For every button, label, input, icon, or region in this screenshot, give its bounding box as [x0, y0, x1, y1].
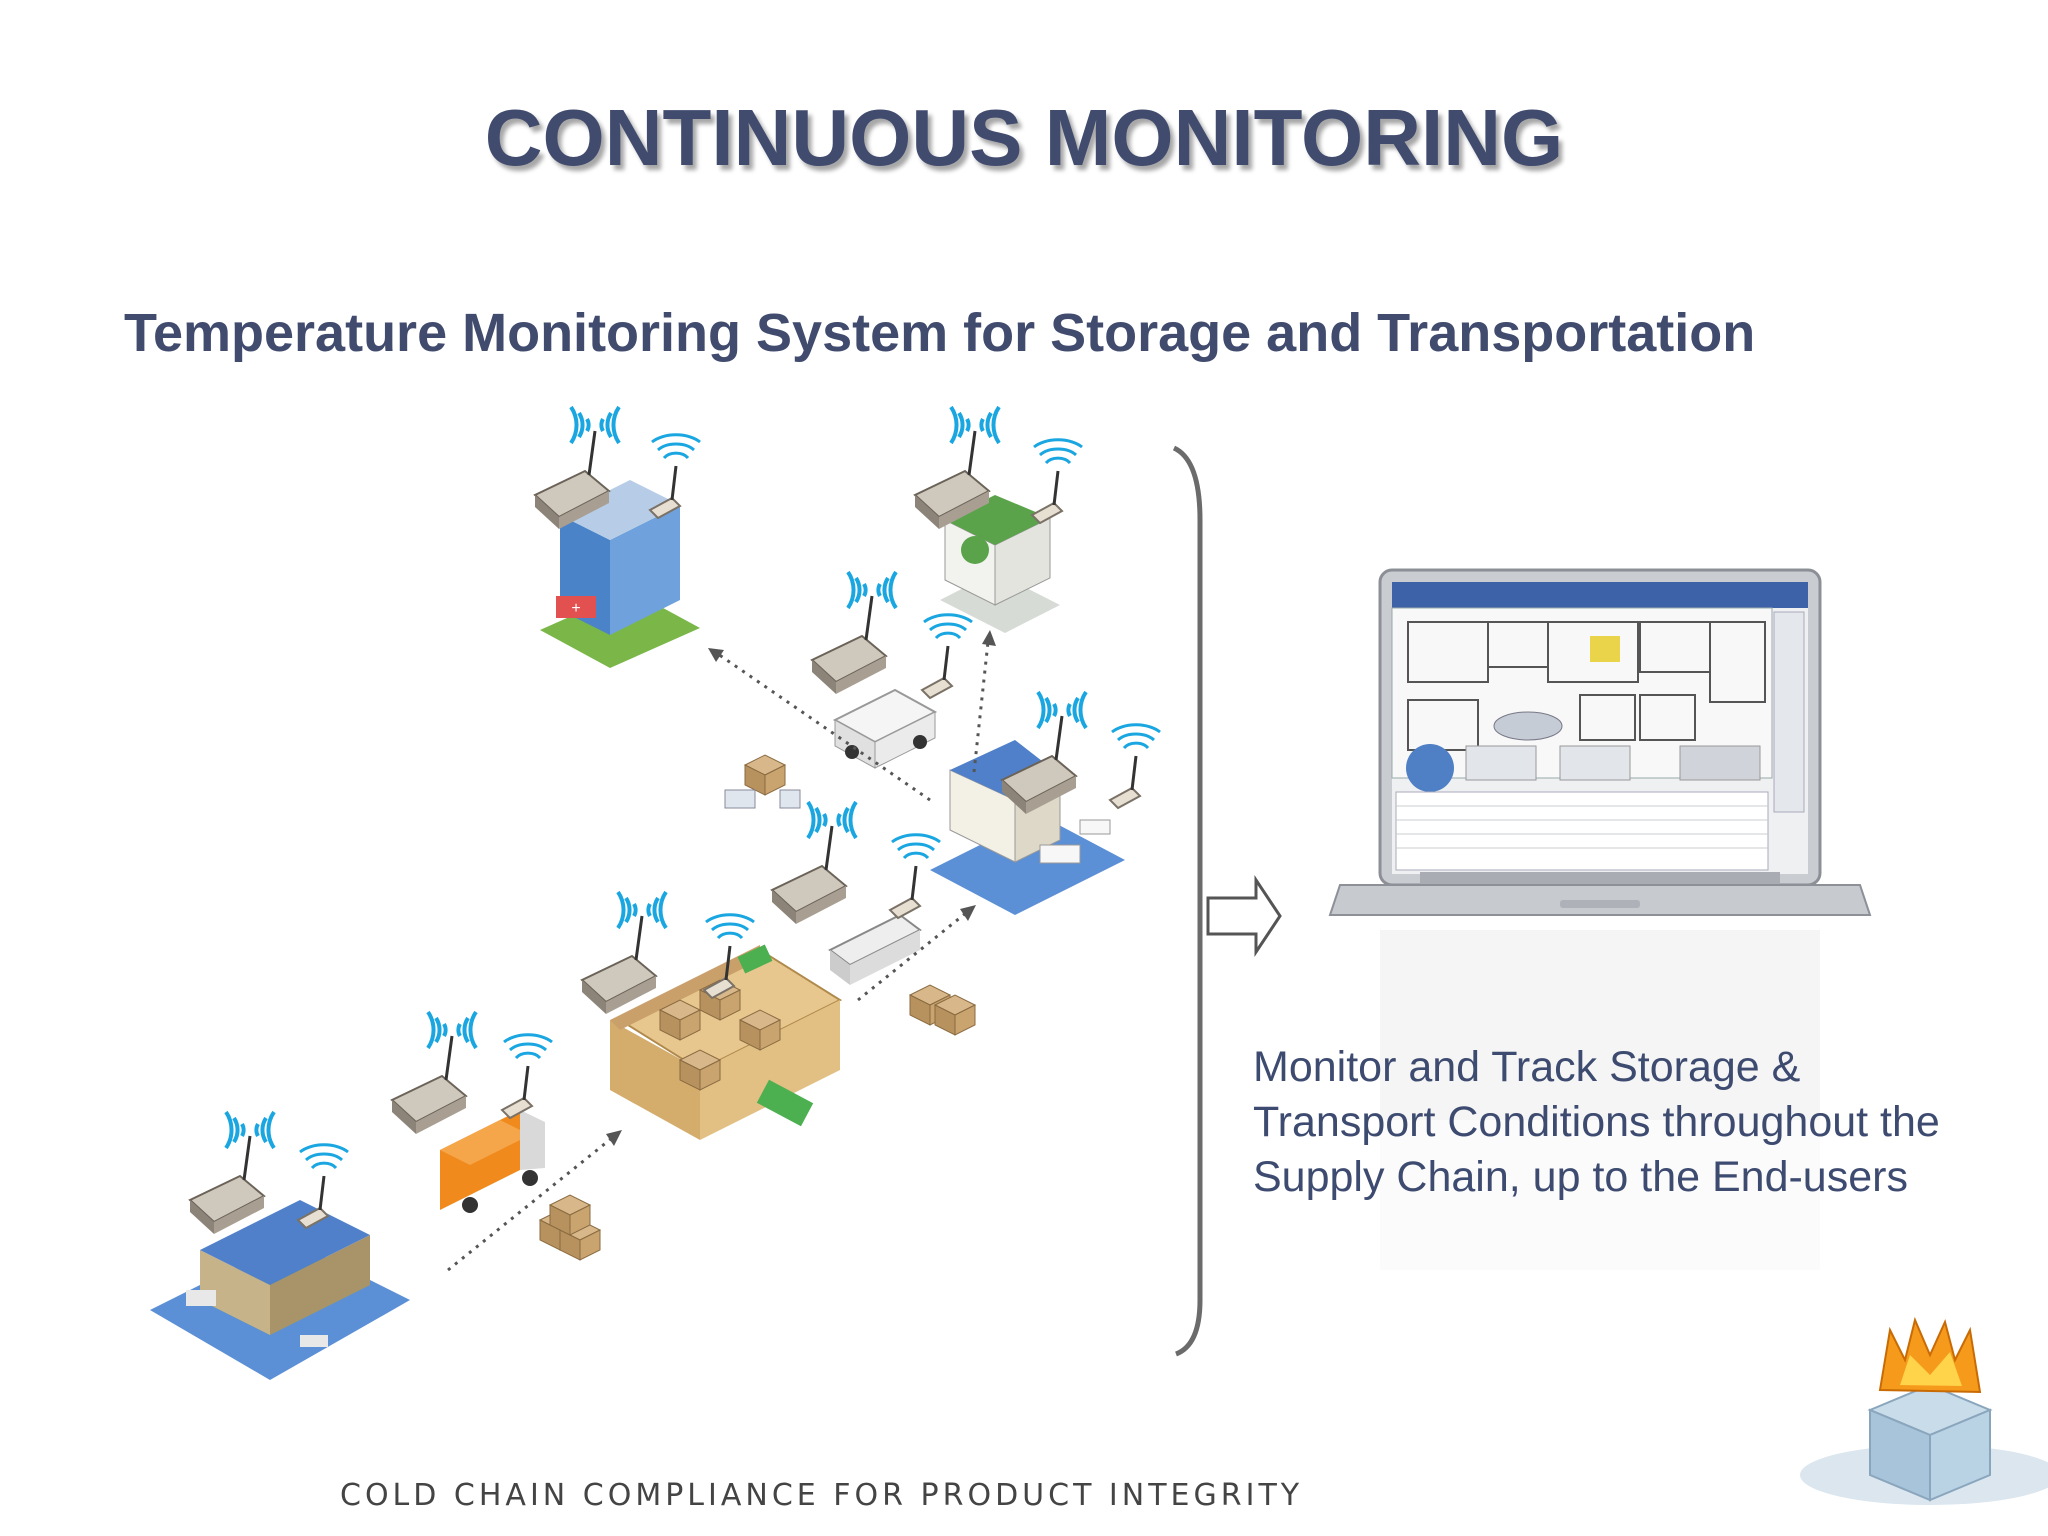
description-line: Supply Chain, up to the End-users — [1253, 1153, 1908, 1201]
laptop-icon — [1328, 568, 1872, 1280]
description-line: Transport Conditions throughout the — [1253, 1098, 1940, 1146]
hospital-icon: + — [540, 480, 700, 668]
sensor-logger-icon — [392, 1012, 476, 1134]
sensor-logger-icon — [812, 572, 896, 694]
sensor-logger-icon — [1108, 723, 1162, 810]
sensor-logger-icon — [772, 802, 856, 924]
van-icon — [832, 688, 938, 769]
sensor-logger-icon — [500, 1033, 554, 1120]
sensor-logger-icon — [296, 1143, 350, 1230]
pallet-boxes-icon — [539, 1194, 601, 1261]
sensor-logger-icon — [920, 613, 974, 700]
pharmacy-icon — [940, 495, 1060, 633]
sensor-logger-icon — [648, 433, 702, 520]
warehouse-icon — [610, 944, 843, 1140]
flow-arrows — [447, 641, 990, 1272]
slide-title: CONTINUOUS MONITORING — [484, 93, 1564, 182]
right-arrow-icon — [1206, 875, 1282, 957]
description-line: Monitor and Track Storage & — [1253, 1043, 1801, 1091]
distribution-center-icon — [930, 740, 1125, 915]
sensor-logger-icon — [582, 892, 666, 1014]
description-text: Monitor and Track Storage & Transport Co… — [1253, 1040, 2033, 1205]
sensor-logger-icon — [1030, 438, 1084, 525]
footer-tagline: COLD CHAIN COMPLIANCE FOR PRODUCT INTEGR… — [340, 1478, 1304, 1513]
bracket-divider — [1172, 445, 1203, 1357]
pallet-boxes-icon — [909, 984, 976, 1036]
ice-cube-logo-icon — [1800, 1316, 2048, 1505]
trolley-icon — [828, 913, 922, 985]
svg-text:+: + — [571, 600, 580, 617]
sensor-logger-icon — [190, 1112, 274, 1234]
slide-subtitle: Temperature Monitoring System for Storag… — [124, 303, 1756, 363]
sensor-logger-icon — [888, 833, 942, 920]
factory-icon — [150, 1200, 410, 1380]
medical-supplies-icon — [724, 754, 801, 809]
truck-icon — [440, 1110, 545, 1213]
